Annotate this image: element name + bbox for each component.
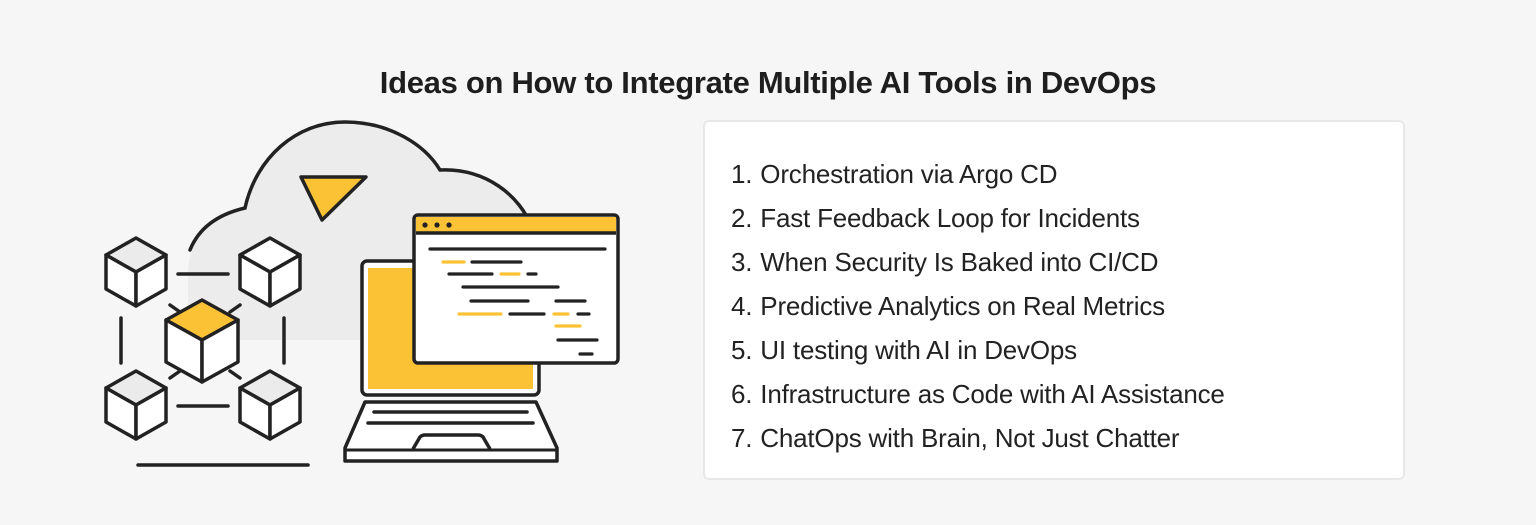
list-item: 3.When Security Is Baked into CI/CD (731, 240, 1225, 284)
cursor-icon (299, 175, 368, 222)
cube-icon-top-left (104, 236, 168, 308)
item-number: 4. (731, 291, 753, 321)
ideas-list: 1.Orchestration via Argo CD 2.Fast Feedb… (731, 152, 1225, 460)
item-label: Infrastructure as Code with AI Assistanc… (760, 379, 1225, 409)
item-number: 6. (731, 379, 753, 409)
ideas-list-card: 1.Orchestration via Argo CD 2.Fast Feedb… (703, 120, 1405, 480)
page-title: Ideas on How to Integrate Multiple AI To… (379, 64, 1157, 100)
list-item: 4.Predictive Analytics on Real Metrics (731, 284, 1225, 328)
item-label: Predictive Analytics on Real Metrics (760, 291, 1165, 321)
cube-icon-center-highlight (164, 298, 240, 384)
code-window-icon (412, 213, 620, 365)
list-item: 1.Orchestration via Argo CD (731, 152, 1225, 196)
cube-icon-top-right (238, 236, 302, 308)
item-label: Orchestration via Argo CD (760, 159, 1058, 189)
cube-icon-bottom-right (238, 369, 302, 441)
item-label: Fast Feedback Loop for Incidents (760, 203, 1140, 233)
devops-illustration (0, 0, 700, 520)
item-label: When Security Is Baked into CI/CD (760, 247, 1159, 277)
item-number: 3. (731, 247, 753, 277)
list-item: 2.Fast Feedback Loop for Incidents (731, 196, 1225, 240)
list-item: 6.Infrastructure as Code with AI Assista… (731, 372, 1225, 416)
list-item: 7.ChatOps with Brain, Not Just Chatter (731, 416, 1225, 460)
item-label: UI testing with AI in DevOps (760, 335, 1077, 365)
item-number: 2. (731, 203, 753, 233)
list-item: 5.UI testing with AI in DevOps (731, 328, 1225, 372)
item-number: 7. (731, 423, 753, 453)
item-number: 1. (731, 159, 753, 189)
cube-icon-bottom-left (104, 369, 168, 441)
item-label: ChatOps with Brain, Not Just Chatter (760, 423, 1180, 453)
item-number: 5. (731, 335, 753, 365)
cube-connectors (119, 272, 310, 467)
